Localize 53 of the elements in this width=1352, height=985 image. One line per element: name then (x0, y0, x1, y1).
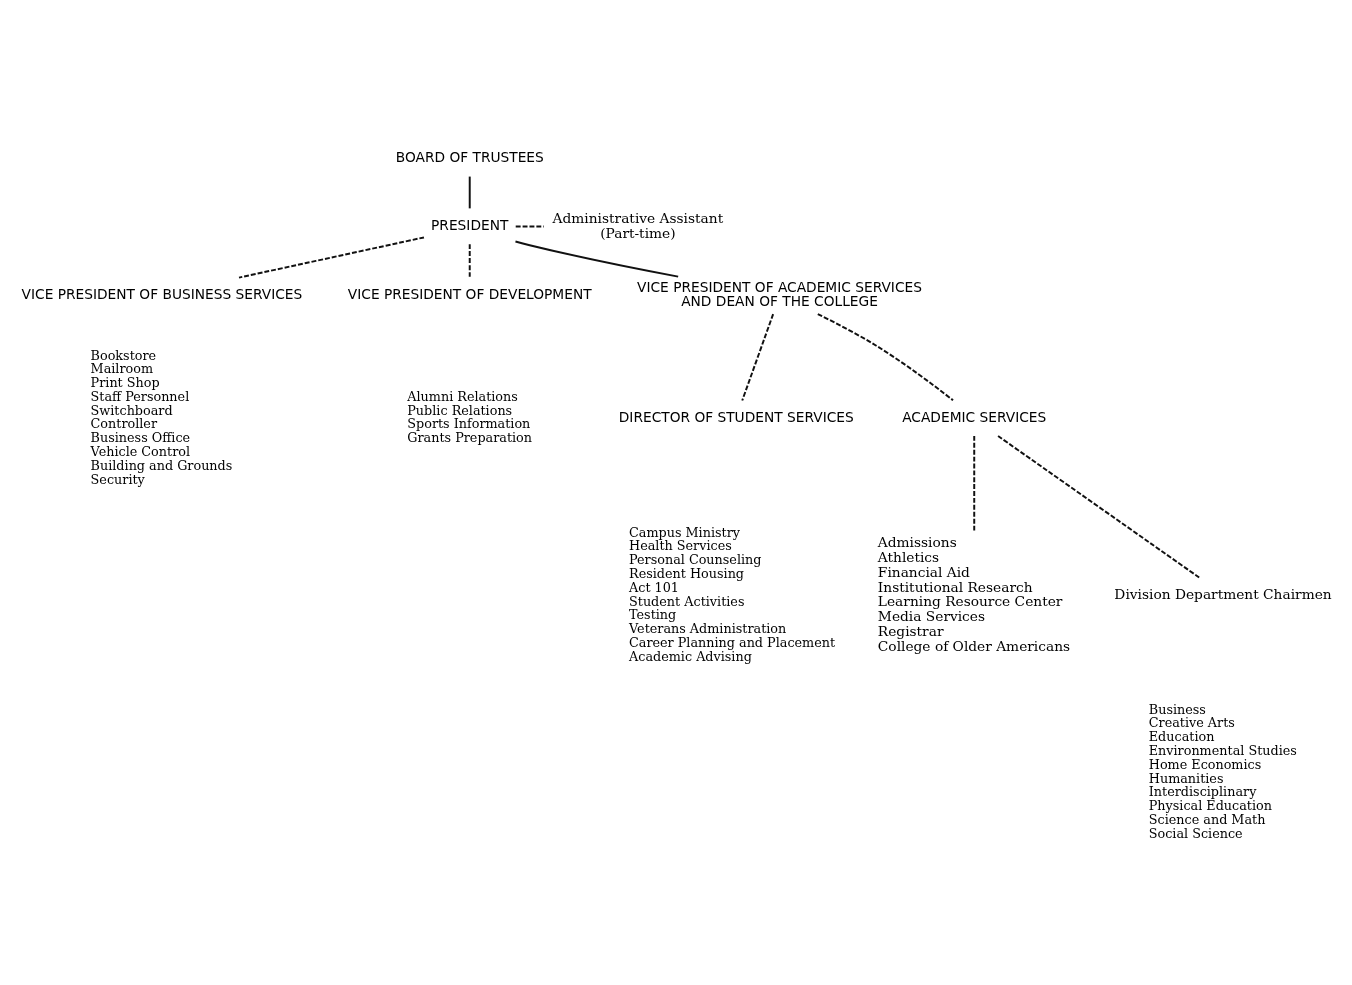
node-label: Academic Advising (629, 648, 752, 664)
connector (514, 239, 680, 278)
node-label: Physical Education (1148, 797, 1272, 813)
node-label: Sports Information (407, 415, 531, 431)
node-label: Creative Arts (1148, 714, 1235, 730)
connector (468, 242, 471, 278)
connector (741, 312, 775, 401)
node-text: Admissions Athletics Financial Aid Institutional Research Learning Resource Center Media Services Registrar College of Older Americans (877, 533, 1071, 654)
node-label: Controller (90, 415, 158, 431)
node-text: VICE PRESIDENT OF BUSINESS SERVICES (21, 285, 303, 302)
node-label: Career Planning and Placement (629, 634, 836, 650)
node-label: Building and Grounds (90, 457, 233, 473)
node-label: Humanities (1148, 770, 1224, 786)
node-label: Print Shop (90, 374, 160, 390)
node-label: Business Office (90, 429, 191, 445)
node-label: Student Activities (629, 593, 745, 608)
node-label: Grants Preparation (407, 429, 533, 445)
node-label: Staff Personnel (90, 388, 190, 404)
node-text: Division Department Chairmen (1114, 585, 1332, 602)
node-label: Education (1148, 728, 1215, 744)
node-label: Business (1148, 701, 1206, 717)
node-text: DIRECTOR OF STUDENT SERVICES (618, 408, 854, 425)
connector (973, 434, 976, 533)
node-label: Veterans Administration (629, 620, 787, 636)
node-label: Public Relations (407, 402, 513, 418)
node-label: Science and Math (1148, 811, 1266, 827)
node-label: Environmental Studies (1148, 742, 1297, 758)
node-label: Personal Counseling (629, 551, 762, 567)
node-label: Mailroom (90, 360, 154, 376)
node-text: Administrative Assistant (Part-time) (552, 209, 724, 241)
node-label: Health Services (629, 537, 732, 553)
node-label: Resident Housing (629, 565, 745, 581)
connector (997, 434, 1201, 579)
node-text: BOARD OF TRUSTEES (395, 148, 544, 165)
connector (468, 175, 471, 209)
node-label: Home Economics (1148, 756, 1262, 772)
node-text: VICE PRESIDENT OF ACADEMIC SERVICES AND DEAN OF THE COLLEGE (637, 278, 922, 309)
node-label: Social Science (1148, 825, 1243, 841)
node-text: VICE PRESIDENT OF DEVELOPMENT (347, 285, 592, 302)
node-label: Bookstore (90, 347, 157, 363)
connector (238, 235, 425, 279)
node-label: Interdisciplinary (1148, 783, 1257, 799)
connector (816, 312, 955, 401)
connector (514, 225, 545, 227)
node-label: Vehicle Control (90, 443, 191, 459)
node-label: Act 101 (629, 579, 679, 595)
node-label: Campus Ministry (629, 524, 740, 540)
node-text: ACADEMIC SERVICES (902, 408, 1047, 425)
node-label: Alumni Relations (407, 388, 518, 404)
node-label: Switchboard (90, 402, 173, 418)
node-label: Security (90, 471, 145, 487)
node-text: PRESIDENT (431, 216, 509, 233)
node-label: Testing (629, 606, 677, 622)
